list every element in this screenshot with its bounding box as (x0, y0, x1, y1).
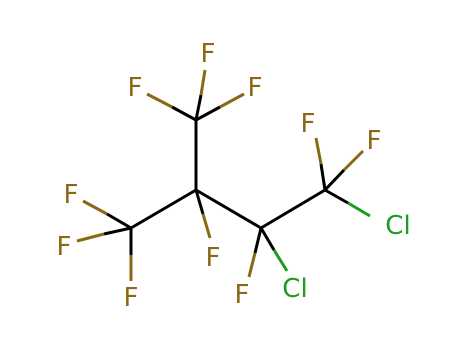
bond-c3-f-top-a (106, 212, 132, 230)
atom-f-top-left: F (128, 73, 143, 103)
atom-cl-right: Cl (385, 211, 410, 241)
bond-c2-f-b (201, 213, 212, 239)
bond-c3-f-top-b (82, 199, 108, 216)
atom-f-top-right: F (248, 73, 263, 103)
bond-c4-c5 (259, 188, 327, 230)
atom-f-left-bottom: F (124, 283, 139, 313)
bond-c5-f-left-a (319, 163, 327, 191)
bond-c4-f-a (253, 227, 263, 254)
atom-f-left-top: F (64, 180, 79, 210)
atom-f-left-mid: F (57, 232, 72, 262)
bond-c1-f-left-a (171, 105, 197, 122)
bond-c2-c3 (129, 188, 198, 230)
bond-c1-f-right-b (219, 92, 245, 109)
carbon-skeleton (129, 118, 327, 230)
bond-c4-f-b (247, 252, 257, 278)
atom-f-top-center: F (201, 39, 216, 69)
bond-c5-cl-b (347, 201, 371, 218)
atom-f-right-left: F (301, 109, 316, 139)
bond-c1-f-top-b (199, 69, 207, 96)
bond-c5-f-left-b (314, 137, 323, 165)
bond-c4-cl-a (259, 227, 276, 251)
bond-c1-f-right-a (195, 105, 221, 122)
bond-c3-f-mid-b (76, 232, 105, 243)
bond-c5-cl-a (324, 188, 349, 205)
atom-labels: F F F F F F F F F F Cl Cl (57, 39, 411, 313)
bond-c3-f-mid-a (103, 226, 132, 236)
atom-cl-bottom: Cl (282, 274, 307, 304)
bond-c5-f-right-a (323, 168, 346, 192)
bond-c2-f-a (194, 189, 205, 215)
bond-c1-f-top-a (194, 94, 203, 121)
bond-c1-f-left-b (146, 92, 173, 109)
heteroatom-bonds (76, 69, 371, 281)
bond-c2-c4 (194, 188, 263, 230)
bond-c5-f-right-b (342, 149, 365, 172)
atom-f-bottom-mid: F (235, 280, 250, 310)
bond-c4-cl-b (272, 249, 289, 272)
atom-f-center: F (206, 243, 221, 273)
atom-f-right-right: F (367, 126, 382, 156)
